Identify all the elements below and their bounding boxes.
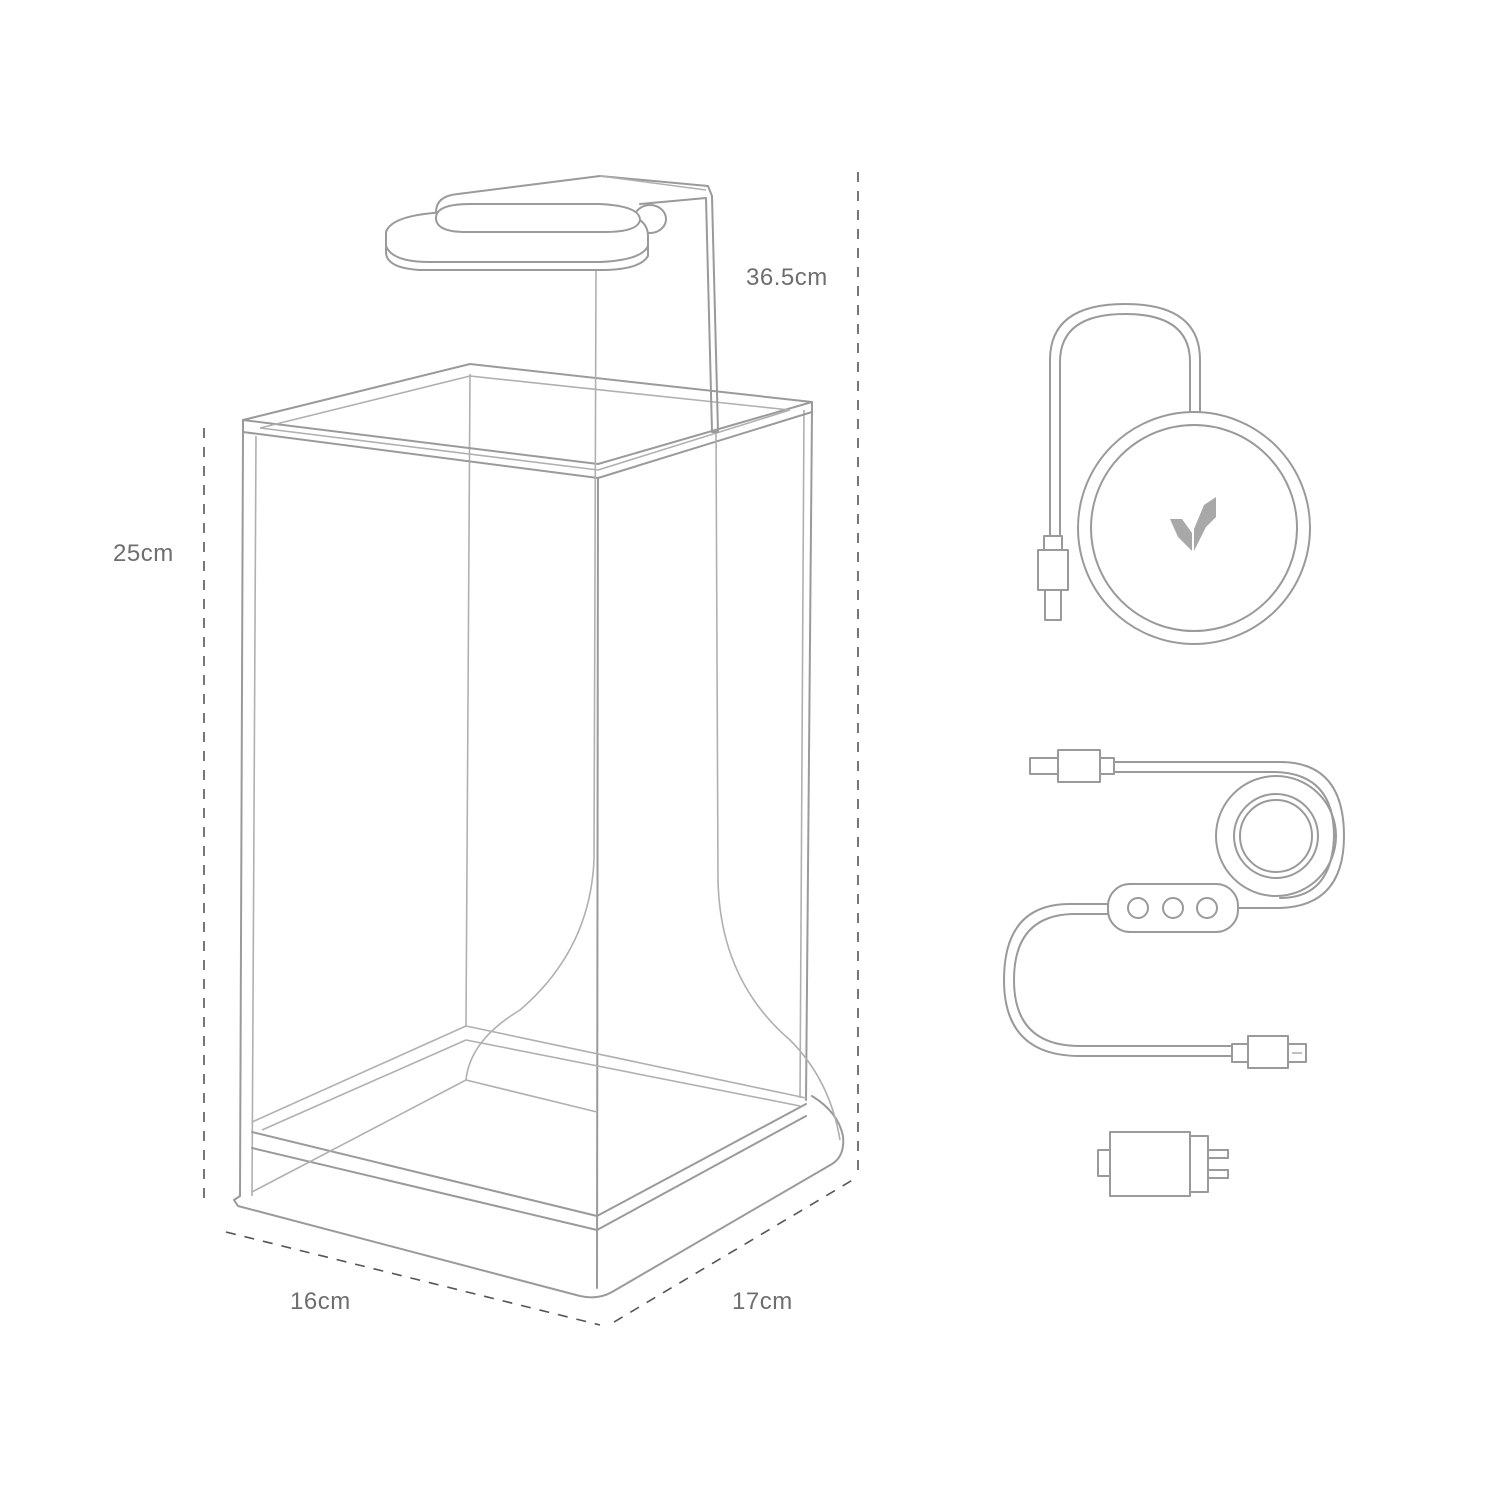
- cable-plug-tip-left: [1029, 757, 1059, 775]
- cable-coil-inner: [1233, 793, 1319, 879]
- dimension-lines: [203, 172, 859, 1326]
- aquarium-lamp: [385, 175, 719, 433]
- power-adapter: [1097, 1131, 1229, 1197]
- lamp-top-pad: [435, 203, 641, 233]
- cable-plug-body-right: [1247, 1035, 1289, 1069]
- lamp-cable-inner: [465, 269, 597, 1081]
- cable-plug-neck-right: [1231, 1043, 1249, 1063]
- controller-button-1: [1127, 897, 1149, 919]
- controller-cable: [1003, 749, 1345, 1069]
- tank-front-edge: [596, 477, 599, 1289]
- usb-plug-neck: [1043, 535, 1063, 551]
- lamp-arm: [435, 175, 719, 433]
- usb-plug-tip: [1044, 589, 1062, 621]
- controller-button-3: [1196, 897, 1218, 919]
- cable-plug-body-left: [1057, 749, 1101, 783]
- adapter-side-tab: [1097, 1149, 1111, 1177]
- tank-bottom-back: [251, 1025, 807, 1123]
- light-puck-inner: [1090, 424, 1298, 632]
- leaf-logo-icon: [1170, 497, 1216, 551]
- lamp-stand-back: [715, 431, 841, 1141]
- tank-back-edge: [465, 373, 471, 1027]
- tank-top-rim: [242, 363, 813, 465]
- aquarium-tank: [233, 269, 845, 1299]
- tank-left-edge: [239, 431, 244, 1197]
- usb-plug-body: [1037, 549, 1069, 591]
- depth-dimension-line: [613, 1177, 857, 1323]
- puck-cable: [1049, 303, 1201, 539]
- tank-base-plate: [233, 1095, 845, 1299]
- total-height-label: 36.5cm: [746, 264, 828, 291]
- light-puck-outer: [1077, 411, 1311, 645]
- width-label: 16cm: [290, 1288, 351, 1315]
- depth-label: 17cm: [732, 1288, 793, 1315]
- controller-button-2: [1162, 897, 1184, 919]
- cable-coil-outer: [1215, 775, 1337, 897]
- width-dimension-line: [225, 1231, 601, 1326]
- tank-right-edge: [805, 411, 813, 1101]
- tank-bottom-front: [251, 1103, 807, 1217]
- light-puck-with-cable: [1037, 303, 1311, 645]
- adapter-body: [1109, 1131, 1191, 1197]
- tank-height-label: 25cm: [113, 540, 174, 567]
- adapter-collar: [1189, 1135, 1209, 1193]
